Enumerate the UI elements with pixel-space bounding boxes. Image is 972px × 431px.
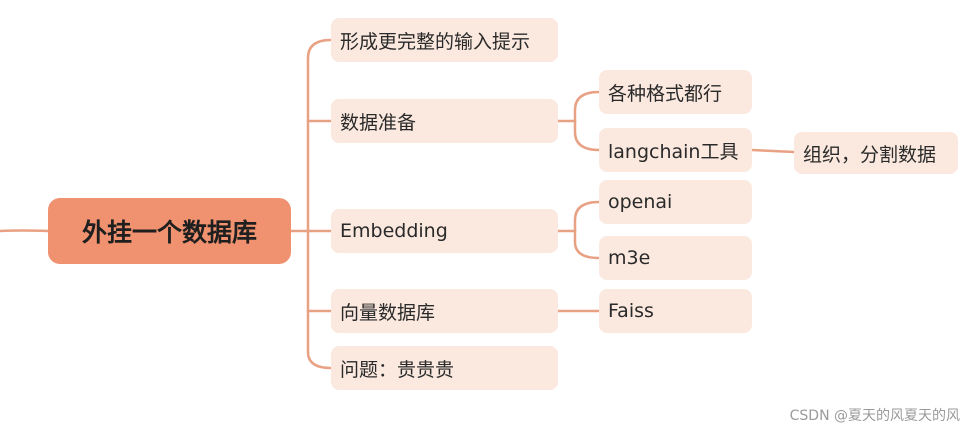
node-openai[interactable]: openai [599,180,752,224]
watermark: CSDN @夏天的风夏天的风 [789,408,960,424]
connector-l2-b-down [573,229,601,260]
node-input-prompt[interactable]: 形成更完整的输入提示 [331,18,558,62]
connector-l1-4 [306,350,333,370]
node-cost-issue[interactable]: 问题：贵贵贵 [331,346,558,390]
node-m3e[interactable]: m3e [599,236,752,280]
connector-root-left [0,229,50,233]
connector-l3 [750,148,796,154]
node-embedding[interactable]: Embedding [331,209,558,253]
connector-l2-a-up [573,90,601,123]
connector-l2-a-down [573,119,601,152]
node-any-format[interactable]: 各种格式都行 [599,70,752,114]
node-vector-db[interactable]: 向量数据库 [331,289,558,333]
node-langchain[interactable]: langchain工具 [599,128,752,172]
connector-l1-0 [306,38,333,60]
node-faiss[interactable]: Faiss [599,289,752,333]
node-organize-split[interactable]: 组织，分割数据 [794,132,958,174]
node-data-prep[interactable]: 数据准备 [331,99,558,143]
connector-l2-b-up [573,200,601,233]
root-node[interactable]: 外挂一个数据库 [48,198,291,264]
